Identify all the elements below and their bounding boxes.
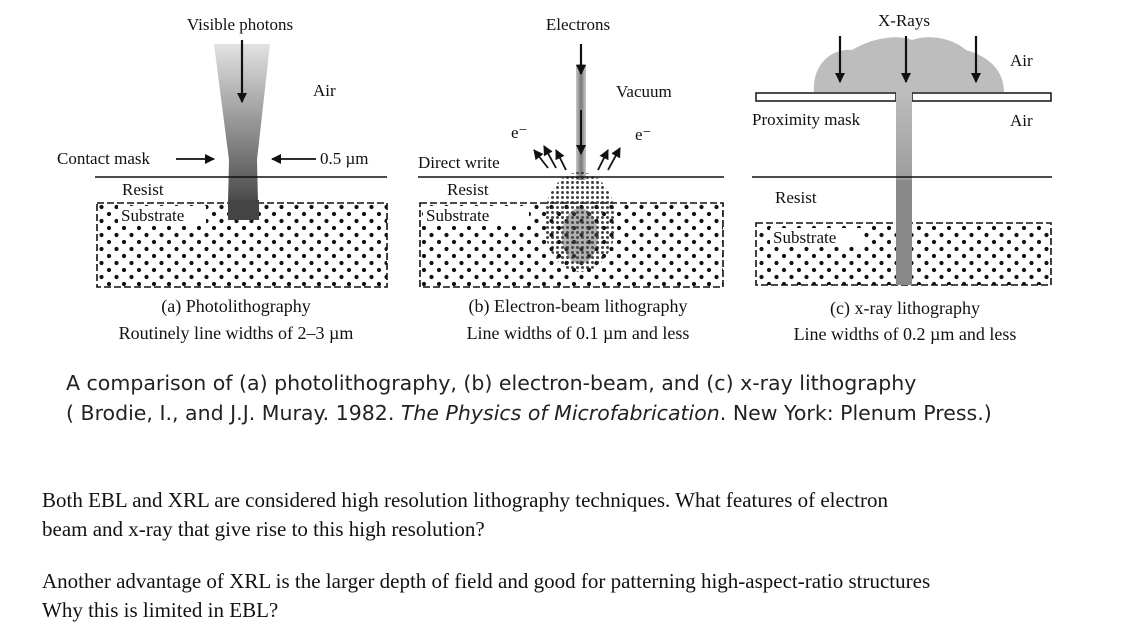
caption-a-title: (a) Photolithography xyxy=(161,296,310,317)
gap-label: 0.5 µm xyxy=(320,149,369,168)
figure-caption: A comparison of (a) photolithography, (b… xyxy=(66,368,1106,428)
substrate-label: Substrate xyxy=(773,228,836,247)
x-ray-arrows xyxy=(835,36,981,83)
question-depth-of-field: Another advantage of XRL is the larger d… xyxy=(42,567,1112,625)
backscatter-arrows-left xyxy=(533,145,567,171)
caption-b-title: (b) Electron-beam lithography xyxy=(469,296,688,317)
question-1-line-2: beam and x-ray that give rise to this hi… xyxy=(42,517,485,541)
x-ray-flux xyxy=(813,37,1004,92)
proximity-mask-right xyxy=(911,92,1052,102)
proximity-mask-label: Proximity mask xyxy=(752,110,861,129)
air-mid-label: Air xyxy=(1010,111,1033,130)
resist-label: Resist xyxy=(775,188,817,207)
resist-label: Resist xyxy=(122,180,164,199)
scattering-volume xyxy=(544,172,616,272)
resist-label: Resist xyxy=(447,180,489,199)
question-2-line-1: Another advantage of XRL is the larger d… xyxy=(42,569,931,593)
figure-caption-title: A comparison of (a) photolithography, (b… xyxy=(66,371,917,395)
exposed-resist xyxy=(896,180,912,285)
caption-a-linewidth: Routinely line widths of 2–3 µm xyxy=(119,323,354,343)
citation-book-title: The Physics of Microfabrication xyxy=(400,401,720,425)
figure-caption-citation: ( Brodie, I., and J.J. Muray. 1982. The … xyxy=(66,398,1106,428)
caption-c-title: (c) x-ray lithography xyxy=(830,298,980,319)
direct-write-label: Direct write xyxy=(418,153,500,172)
x-ray-source-label: X-Rays xyxy=(878,11,930,30)
caption-b-linewidth: Line widths of 0.1 µm and less xyxy=(467,323,690,343)
vacuum-label: Vacuum xyxy=(616,82,672,101)
substrate-label-bg xyxy=(423,206,529,224)
proximity-mask-left xyxy=(755,92,897,102)
photon-beam xyxy=(214,44,270,202)
electron-source-label: Electrons xyxy=(546,15,610,34)
citation-prefix: ( Brodie, I., and J.J. Muray. 1982. xyxy=(66,401,401,425)
air-label: Air xyxy=(313,81,336,100)
question-2-line-2: Why this is limited in EBL? xyxy=(42,598,279,622)
substrate-label-bg xyxy=(118,206,206,224)
question-resolution: Both EBL and XRL are considered high res… xyxy=(42,486,1112,544)
substrate-label: Substrate xyxy=(426,206,489,225)
substrate-label: Substrate xyxy=(121,206,184,225)
exposed-resist xyxy=(228,200,259,220)
panel-photolithography: Visible photons Air Contact mask 0.5 µm … xyxy=(57,15,388,343)
scattering-core xyxy=(562,208,598,264)
lithography-comparison-diagram: Visible photons Air Contact mask 0.5 µm … xyxy=(57,11,1052,344)
backscatter-left-label: e⁻ xyxy=(511,123,528,142)
panel-electron-beam-lithography: Electrons Vacuum e⁻ e⁻ Direct write Resi… xyxy=(418,15,724,343)
citation-suffix: . New York: Plenum Press.) xyxy=(719,401,992,425)
backscatter-right-label: e⁻ xyxy=(635,125,652,144)
question-1-line-1: Both EBL and XRL are considered high res… xyxy=(42,488,888,512)
contact-mask-label: Contact mask xyxy=(57,149,151,168)
photon-source-label: Visible photons xyxy=(187,15,293,34)
panel-x-ray-lithography: X-Rays Air Proximity mask Air Resist Sub… xyxy=(752,11,1052,344)
caption-c-linewidth: Line widths of 0.2 µm and less xyxy=(794,324,1017,344)
backscatter-arrows-right xyxy=(597,147,621,171)
air-top-label: Air xyxy=(1010,51,1033,70)
substrate-label-bg xyxy=(770,228,862,246)
